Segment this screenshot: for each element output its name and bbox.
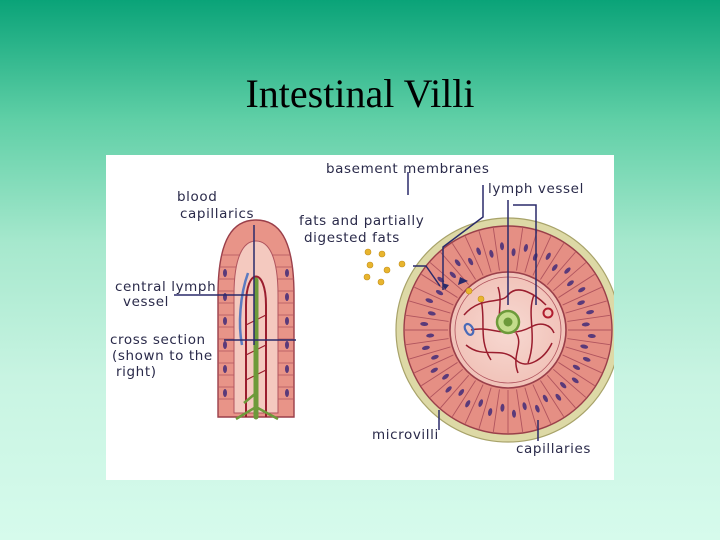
fat-droplets — [363, 248, 485, 303]
slide-title: Intestinal Villi — [245, 71, 475, 116]
villus-cross-section — [395, 217, 614, 443]
villi-diagram: basement membranes lymph vessel blood ca… — [106, 155, 614, 480]
label-lymph-vessel: lymph vessel — [488, 181, 584, 197]
label-fats-line1: fats and partially — [299, 213, 424, 229]
villus-longitudinal — [217, 219, 295, 421]
label-cross-line2: (shown to the — [112, 348, 213, 364]
label-central-line1: central lymph — [115, 279, 216, 295]
label-cross-line3: right) — [116, 364, 157, 380]
label-blood-line2: capillarics — [180, 206, 254, 222]
label-central-line2: vessel — [123, 294, 169, 310]
label-basement-membranes: basement membranes — [326, 161, 489, 177]
label-cross-line1: cross section — [110, 332, 206, 348]
villi-illustration: basement membranes lymph vessel blood ca… — [110, 161, 614, 457]
label-fats-line2: digested fats — [304, 230, 400, 246]
label-capillaries: capillaries — [516, 441, 591, 457]
label-microvilli: microvilli — [372, 427, 439, 443]
label-blood-line1: blood — [177, 189, 217, 205]
leader-lines — [174, 172, 539, 441]
